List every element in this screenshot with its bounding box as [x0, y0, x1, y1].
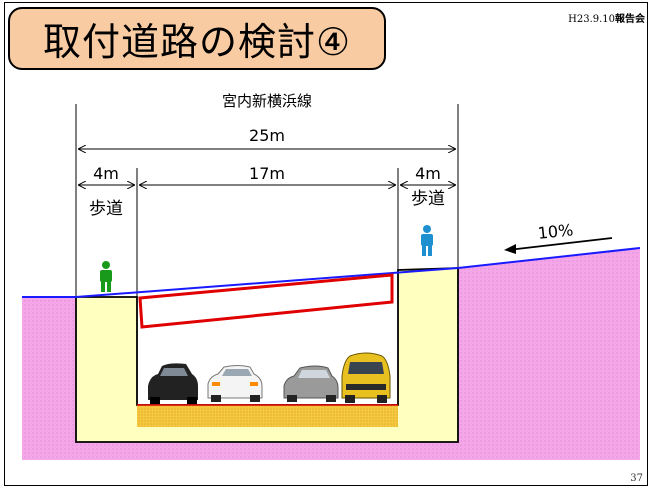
slide-meta: H23.9.10報告会 [568, 10, 645, 25]
white-car-icon [207, 365, 263, 402]
page-number: 37 [630, 473, 643, 484]
yellow-car-icon [341, 352, 391, 403]
silver-car-icon [283, 365, 339, 402]
grade-label: 10% [537, 220, 574, 243]
slide-title: 取付道路の検討④ [42, 20, 352, 64]
meta-label: 報告会 [615, 14, 645, 25]
grade-line [22, 247, 641, 298]
grade-arrow [507, 237, 613, 251]
left-sidewalk-width-label: 4m [93, 164, 119, 183]
slide-frame [4, 2, 648, 486]
ground [22, 248, 640, 460]
meta-date: H23.9.10 [568, 14, 615, 25]
right-sidewalk-label: 歩道 [411, 189, 445, 209]
total-width-label: 25m [249, 126, 285, 145]
black-car-icon [148, 363, 198, 404]
overpass-slab [138, 273, 394, 329]
carriageway-width-label: 17m [249, 164, 285, 183]
pedestrian-left-icon [100, 261, 112, 292]
dimension-lines [75, 104, 459, 297]
retaining-structure [75, 267, 459, 443]
road-surface [137, 405, 398, 427]
left-sidewalk-label: 歩道 [89, 199, 123, 219]
road-name-label: 宮内新横浜線 [222, 92, 312, 110]
pedestrian-right-icon [421, 225, 433, 256]
title-box: 取付道路の検討④ [8, 7, 386, 70]
right-sidewalk-width-label: 4m [415, 164, 441, 183]
grade-arrow-head [504, 244, 516, 254]
